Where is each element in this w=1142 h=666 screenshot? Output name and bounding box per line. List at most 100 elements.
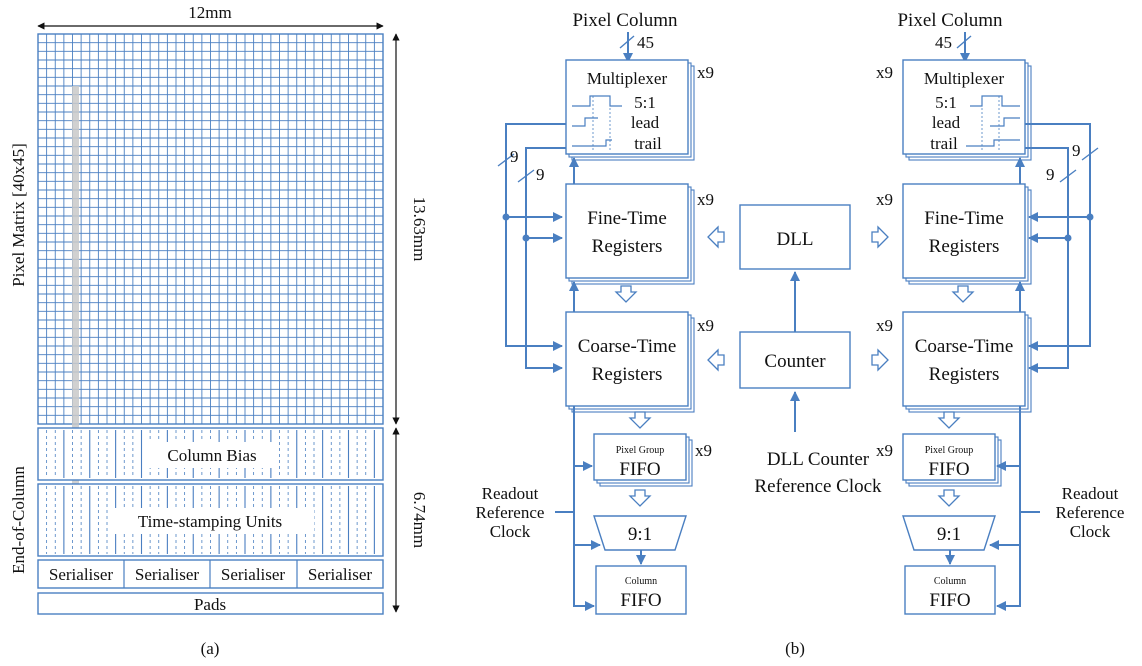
right-bus-width: 45 (935, 33, 952, 52)
left-mux-title: Multiplexer (587, 69, 668, 88)
left-pgf-label-2: FIFO (619, 459, 660, 480)
right-pixel-group-fifo (902, 433, 996, 481)
right-bus-nine-1: 9 (1072, 141, 1081, 160)
eoc-height-label: 6.74mm (410, 492, 429, 548)
serialiser-label-3: Serialiser (221, 565, 286, 584)
right-cf-label-2: FIFO (929, 590, 970, 611)
left-trail-waveform (572, 139, 612, 147)
right-mux-trail: trail (930, 134, 958, 153)
right-fine-time-label-2: Registers (929, 236, 1000, 257)
left-flow-arrow-1 (614, 285, 638, 303)
dll-label: DLL (777, 229, 814, 250)
counter-block (739, 331, 851, 389)
left-multiplexer (565, 59, 689, 155)
serialiser-label-2: Serialiser (135, 565, 200, 584)
left-feedback-wire-1 (505, 123, 566, 351)
right-feedback-wire-1 (1025, 123, 1091, 351)
left-bus-width: 45 (637, 33, 654, 52)
width-label: 12mm (188, 3, 231, 22)
left-mux-ratio: 5:1 (634, 93, 656, 112)
right-coarse-time-label-1: Coarse-Time (915, 336, 1014, 357)
left-coarse-multiplicity: x9 (697, 316, 714, 335)
left-readout-chain: Pixel Column 45 Multiplexer 5:1 lead tra… (476, 10, 714, 615)
caption-b: (b) (785, 639, 805, 658)
right-fine-multiplicity: x9 (876, 190, 893, 209)
counter-to-left-arrow (707, 348, 725, 372)
column-bias-label-bg (148, 442, 276, 468)
left-lead-waveform (572, 117, 598, 127)
dll-block (739, 204, 851, 270)
counter-label: Counter (764, 351, 826, 372)
pixel-matrix-grid (38, 34, 383, 424)
left-readout-clock-wire (573, 406, 595, 611)
left-fine-time-registers (565, 183, 689, 279)
left-mux-9-1 (593, 515, 687, 551)
time-stamping-label: Time-stamping Units (138, 512, 282, 531)
right-readout-clock-label-1: Readout (1062, 484, 1119, 503)
left-mux-multiplicity: x9 (697, 63, 714, 82)
right-mux-lead: lead (932, 113, 961, 132)
right-cf-label-1: Column (934, 576, 966, 587)
left-flow-arrow-3 (628, 489, 652, 507)
left-column-fifo (595, 565, 687, 615)
caption-a: (a) (201, 639, 220, 658)
pixel-column-highlight (72, 86, 79, 486)
right-readout-clock-wire (996, 406, 1021, 611)
matrix-height-label: 13.63mm (410, 197, 429, 262)
right-coarse-multiplicity: x9 (876, 316, 893, 335)
right-coarse-time-registers (902, 311, 1026, 407)
left-mux-lead: lead (631, 113, 660, 132)
right-coarse-time-label-2: Registers (929, 364, 1000, 385)
right-column-fifo (904, 565, 996, 615)
right-readout-clock-label-3: Clock (1070, 522, 1111, 541)
dll-to-left-arrow (707, 225, 725, 249)
shared-timing-blocks: DLL Counter DLL Counter Reference Clock (707, 204, 889, 497)
left-cf-label-2: FIFO (620, 590, 661, 611)
left-coarse-time-label-1: Coarse-Time (578, 336, 677, 357)
left-flow-arrow-2 (628, 411, 652, 429)
right-mux-multiplicity: x9 (876, 63, 893, 82)
left-bus-nine-1: 9 (510, 147, 519, 166)
eoc-label: End-of-Column (9, 466, 28, 574)
right-pgf-label-2: FIFO (928, 459, 969, 480)
right-pgf-multiplicity: x9 (876, 441, 893, 460)
pads-label: Pads (194, 595, 226, 614)
right-bus-nine-2: 9 (1046, 165, 1055, 184)
pixel-matrix-label: Pixel Matrix [40x45] (9, 143, 28, 287)
right-mux-9-1-label: 9:1 (937, 524, 961, 545)
left-readout-clock-label-1: Readout (482, 484, 539, 503)
left-mux-trail: trail (634, 134, 662, 153)
left-pgf-label-1: Pixel Group (616, 445, 665, 456)
left-coarse-time-registers (565, 311, 689, 407)
left-fine-time-label-2: Registers (592, 236, 663, 257)
serialiser-label-1: Serialiser (49, 565, 114, 584)
serialiser-label-4: Serialiser (308, 565, 373, 584)
left-feedback-wire-2 (525, 147, 566, 373)
time-stamping-label-bg (108, 508, 314, 534)
right-feedback-wire-2 (1025, 147, 1069, 373)
left-pgf-multiplicity: x9 (695, 441, 712, 460)
panel-a: 12mm 13.63mm Pixel Matrix [40x45] Column… (9, 3, 429, 658)
right-pixel-column-label: Pixel Column (897, 10, 1003, 31)
left-bus-nine-2: 9 (536, 165, 545, 184)
left-fine-time-label-1: Fine-Time (587, 208, 667, 229)
left-coarse-time-label-2: Registers (592, 364, 663, 385)
right-fine-time-label-1: Fine-Time (924, 208, 1004, 229)
left-readout-clock-label-3: Clock (490, 522, 531, 541)
right-pgf-label-1: Pixel Group (925, 445, 974, 456)
left-cf-label-1: Column (625, 576, 657, 587)
left-pixel-group-fifo (593, 433, 687, 481)
left-readout-clock-label-2: Reference (476, 503, 545, 522)
right-mux-ratio: 5:1 (935, 93, 957, 112)
right-readout-chain: Pixel Column 45 Multiplexer 5:1 lead tra… (876, 10, 1125, 615)
dll-to-right-arrow (871, 225, 889, 249)
right-fine-time-registers (902, 183, 1026, 279)
dll-clock-label-1: DLL Counter (767, 449, 870, 470)
dll-clock-label-2: Reference Clock (754, 476, 882, 497)
left-pulse-waveform (572, 95, 622, 107)
right-readout-clock-label-2: Reference (1056, 503, 1125, 522)
pads-block (37, 592, 384, 615)
right-mux-title: Multiplexer (924, 69, 1005, 88)
left-fine-multiplicity: x9 (697, 190, 714, 209)
